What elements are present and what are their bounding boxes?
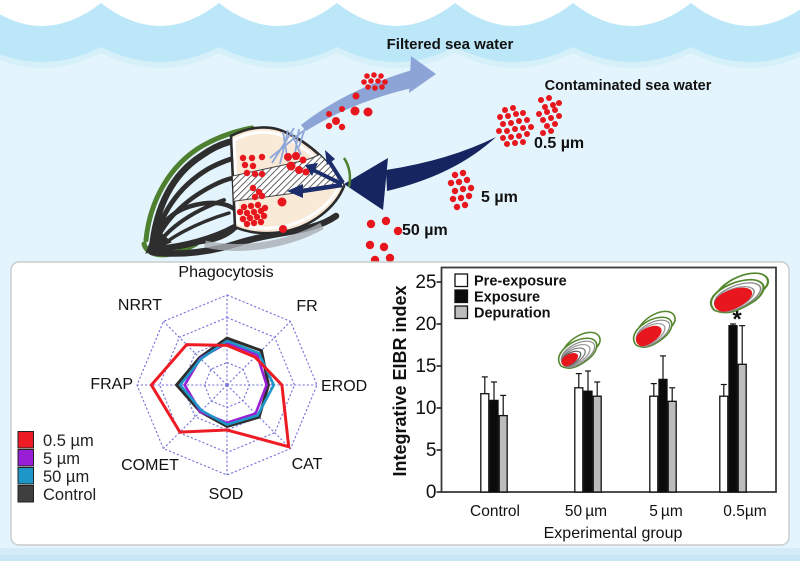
svg-text:5: 5 xyxy=(426,440,437,461)
svg-text:15: 15 xyxy=(415,356,436,377)
svg-text:0.5µm: 0.5µm xyxy=(723,503,766,520)
svg-text:Integrative EIBR index: Integrative EIBR index xyxy=(390,285,410,476)
svg-text:Phagocytosis: Phagocytosis xyxy=(178,264,273,281)
svg-text:FR: FR xyxy=(296,298,317,315)
svg-text:Contaminated sea water: Contaminated sea water xyxy=(545,78,712,94)
svg-text:Exposure: Exposure xyxy=(474,290,540,306)
svg-text:COMET: COMET xyxy=(121,457,179,474)
svg-text:Control: Control xyxy=(470,503,520,520)
svg-text:FRAP: FRAP xyxy=(90,376,133,393)
svg-text:Experimental group: Experimental group xyxy=(544,525,683,542)
svg-text:20: 20 xyxy=(415,314,436,335)
svg-text:0.5 µm: 0.5 µm xyxy=(43,432,94,450)
svg-text:50 µm: 50 µm xyxy=(402,222,448,239)
svg-text:5 µm: 5 µm xyxy=(649,503,683,520)
svg-text:NRRT: NRRT xyxy=(118,297,162,314)
svg-text:CAT: CAT xyxy=(292,456,323,473)
svg-text:50 µm: 50 µm xyxy=(565,503,607,520)
svg-text:50 µm: 50 µm xyxy=(43,468,89,486)
svg-text:25: 25 xyxy=(415,272,436,293)
svg-text:SOD: SOD xyxy=(209,486,244,503)
svg-text:*: * xyxy=(732,306,742,333)
svg-text:Depuration: Depuration xyxy=(474,306,551,322)
svg-text:0: 0 xyxy=(426,482,437,503)
svg-text:Control: Control xyxy=(43,486,96,504)
svg-text:10: 10 xyxy=(415,398,436,419)
svg-text:EROD: EROD xyxy=(321,378,367,395)
svg-text:0.5 µm: 0.5 µm xyxy=(534,135,584,152)
svg-text:5 µm: 5 µm xyxy=(481,189,518,206)
svg-text:5 µm: 5 µm xyxy=(43,450,80,468)
svg-text:Pre-exposure: Pre-exposure xyxy=(474,274,567,290)
svg-text:Filtered sea water: Filtered sea water xyxy=(387,36,514,53)
